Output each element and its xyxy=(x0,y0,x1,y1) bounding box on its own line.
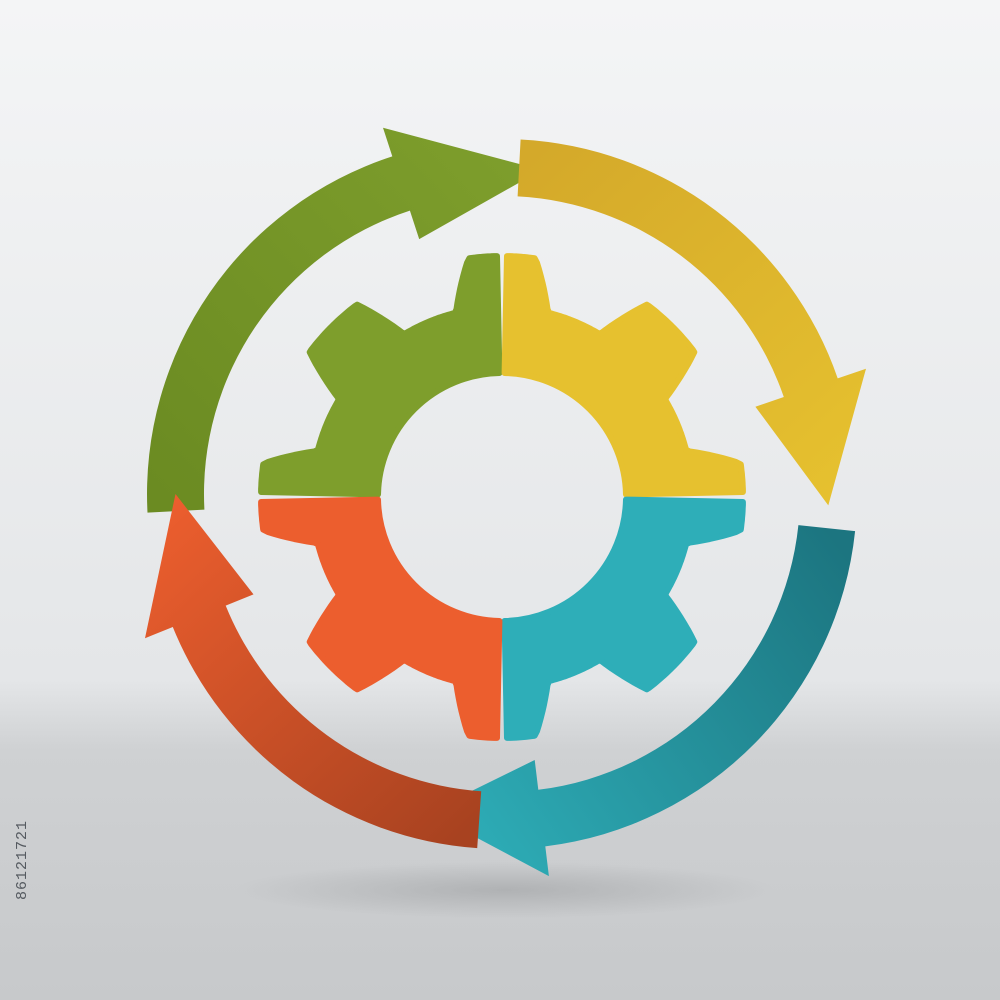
arrow-top-right xyxy=(517,139,866,506)
center-gear xyxy=(258,253,746,741)
arrow-bottom-right xyxy=(428,525,856,877)
gear-quadrant-top-right xyxy=(501,253,746,498)
gear-quadrant-bottom-right xyxy=(501,496,746,741)
gear-quadrant-bottom-left xyxy=(258,496,503,741)
ground-shadow xyxy=(235,862,775,918)
arrow-top-left xyxy=(147,127,542,513)
cycle-arrows xyxy=(145,127,866,877)
stock-id-label: 86121721 xyxy=(14,819,31,900)
arrow-bottom-left xyxy=(145,494,482,849)
gear-quadrant-top-left xyxy=(258,253,503,498)
